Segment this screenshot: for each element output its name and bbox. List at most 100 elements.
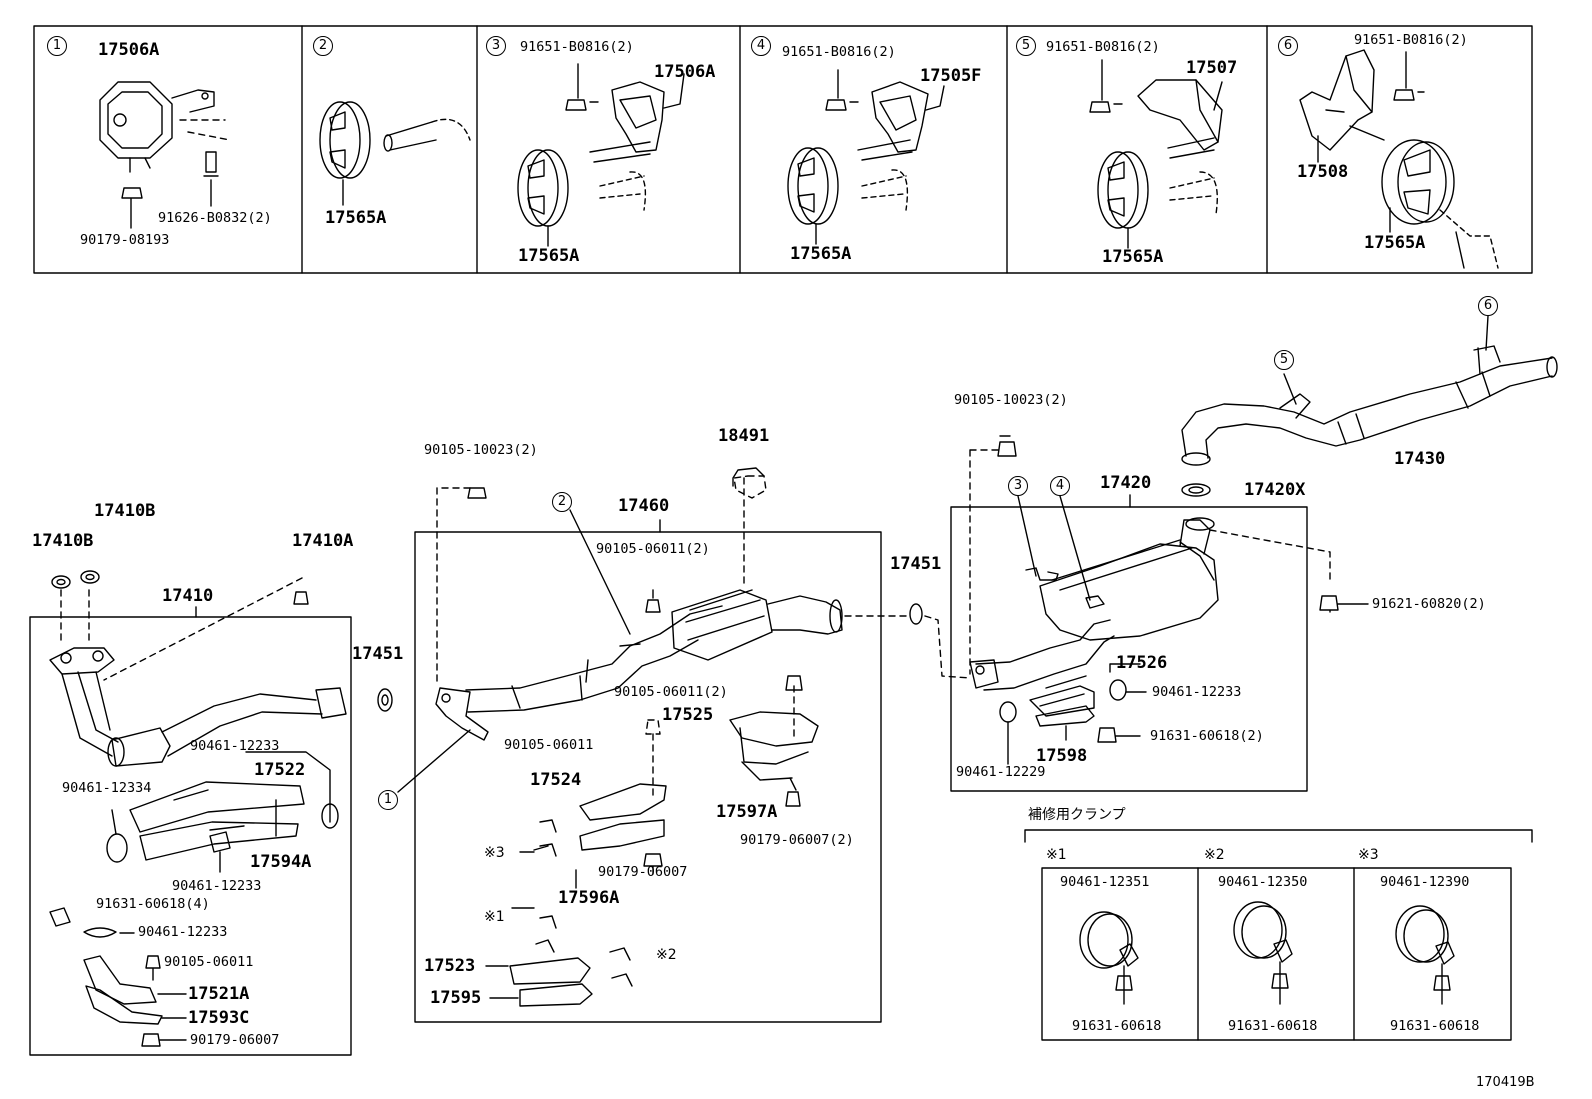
panel-4-number: 4: [751, 36, 771, 56]
right-group-art: [969, 435, 1369, 765]
callout-2: 2: [552, 492, 572, 512]
repair-clamp-part: 90461-12351: [1060, 874, 1150, 890]
panel-6-part: 91651-B0816(2): [1354, 32, 1468, 48]
panel-4-part: 17505F: [920, 66, 982, 86]
right-part: 17420: [1100, 473, 1152, 493]
middle-part: ※3: [484, 845, 505, 861]
panel-5-number: 5: [1016, 36, 1036, 56]
left-part: 90105-06011: [164, 954, 254, 970]
left-part: 17594A: [250, 852, 312, 872]
panel-6-part: 17565A: [1364, 233, 1426, 253]
leader-4: [1059, 495, 1091, 601]
panel-5-part: 17565A: [1102, 247, 1164, 267]
middle-part: 90179-06007: [598, 864, 688, 880]
left-part: 90461-12233: [172, 878, 262, 894]
middle-group-frame: [414, 531, 882, 1023]
panel-2-number: 2: [313, 36, 333, 56]
right-part: 17451: [890, 554, 942, 574]
middle-part: 17525: [662, 705, 714, 725]
top-panels-frame: [33, 25, 1533, 274]
repair-clamp-mark: ※3: [1358, 847, 1379, 863]
panel-2-art: [319, 101, 471, 206]
repair-clamp-part: 90461-12390: [1380, 874, 1470, 890]
right-part: 17420X: [1244, 480, 1306, 500]
repair-clamp-title: 補修用クランプ: [1028, 807, 1126, 823]
left-group-frame: [29, 616, 352, 1056]
left-part: 17410: [162, 586, 214, 606]
repair-clamp-bolt: 91631-60618: [1072, 1018, 1162, 1034]
left-part: 17410B: [94, 501, 156, 521]
panel-6-number: 6: [1278, 36, 1298, 56]
panel-1-part: 91626-B0832(2): [158, 210, 272, 226]
left-part: 17593C: [188, 1008, 250, 1028]
repair-clamp-mark: ※1: [1046, 847, 1067, 863]
repair-clamp-art: [1024, 829, 1533, 1041]
panel-5-part: 17507: [1186, 58, 1238, 78]
left-part: 17410B: [32, 531, 94, 551]
left-part: 17522: [254, 760, 306, 780]
diagram-id: 170419B: [1476, 1075, 1535, 1090]
panel-4-part: 17565A: [790, 244, 852, 264]
leader-1: [397, 729, 471, 793]
leader-3: [1017, 495, 1037, 577]
middle-part: ※1: [484, 909, 505, 925]
panel-3-part: 17506A: [654, 62, 716, 82]
panel-1-part: 90179-08193: [80, 232, 170, 248]
repair-clamp-bolt: 91631-60618: [1390, 1018, 1480, 1034]
left-part: 90461-12233: [190, 738, 280, 754]
callout-6: 6: [1478, 296, 1498, 316]
right-part: 91621-60820(2): [1372, 596, 1486, 612]
right-part: 90461-12229: [956, 764, 1046, 780]
leader-2: [569, 509, 631, 635]
middle-group-art: [435, 467, 843, 1007]
middle-part: 90179-06007(2): [740, 832, 854, 848]
middle-part: 17595: [430, 988, 482, 1008]
panel-3-number: 3: [486, 36, 506, 56]
panel-5-part: 91651-B0816(2): [1046, 39, 1160, 55]
middle-part: 17597A: [716, 802, 778, 822]
middle-part: 18491: [718, 426, 770, 446]
left-part: 17410A: [292, 531, 354, 551]
gasket-17451-left: [377, 688, 393, 712]
middle-part: 17451: [352, 644, 404, 664]
panel-6-art: [1299, 49, 1499, 269]
right-part: 17430: [1394, 449, 1446, 469]
right-part: 17598: [1036, 746, 1088, 766]
middle-part: 90105-06011: [504, 737, 594, 753]
gasket-17451-left-hole: [381, 694, 389, 706]
left-part: 91631-60618(4): [96, 896, 210, 912]
panel-1-art: [99, 81, 231, 229]
left-part: 90461-12334: [62, 780, 152, 796]
right-part: 91631-60618(2): [1150, 728, 1264, 744]
panel-4-part: 91651-B0816(2): [782, 44, 896, 60]
middle-part: 90105-06011(2): [614, 684, 728, 700]
middle-part: 17460: [618, 496, 670, 516]
middle-part: 17596A: [558, 888, 620, 908]
middle-part: 17523: [424, 956, 476, 976]
connector-line-2: [924, 615, 971, 679]
left-group-art: [49, 570, 347, 1047]
repair-clamp-part: 90461-12350: [1218, 874, 1308, 890]
right-group-frame: [950, 506, 1308, 792]
left-part: 17521A: [188, 984, 250, 1004]
right-part: 17526: [1116, 653, 1168, 673]
callout-3: 3: [1008, 476, 1028, 496]
panel-3-part: 91651-B0816(2): [520, 39, 634, 55]
tailpipe-art: [1181, 345, 1558, 497]
right-part: 90105-10023(2): [954, 392, 1068, 408]
repair-clamp-bolt: 91631-60618: [1228, 1018, 1318, 1034]
leader-6: [1485, 315, 1489, 351]
panel-1-number: 1: [47, 36, 67, 56]
callout-5: 5: [1274, 350, 1294, 370]
panel-2-part: 17565A: [325, 208, 387, 228]
left-part: 90179-06007: [190, 1032, 280, 1048]
repair-clamp-mark: ※2: [1204, 847, 1225, 863]
gasket-17451-right: [909, 603, 923, 625]
panel-3-part: 17565A: [518, 246, 580, 266]
right-part: 90461-12233: [1152, 684, 1242, 700]
callout-4: 4: [1050, 476, 1070, 496]
middle-part: 90105-06011(2): [596, 541, 710, 557]
middle-part: ※2: [656, 947, 677, 963]
panel-1-part: 17506A: [98, 40, 160, 60]
leader-5: [1283, 373, 1297, 405]
